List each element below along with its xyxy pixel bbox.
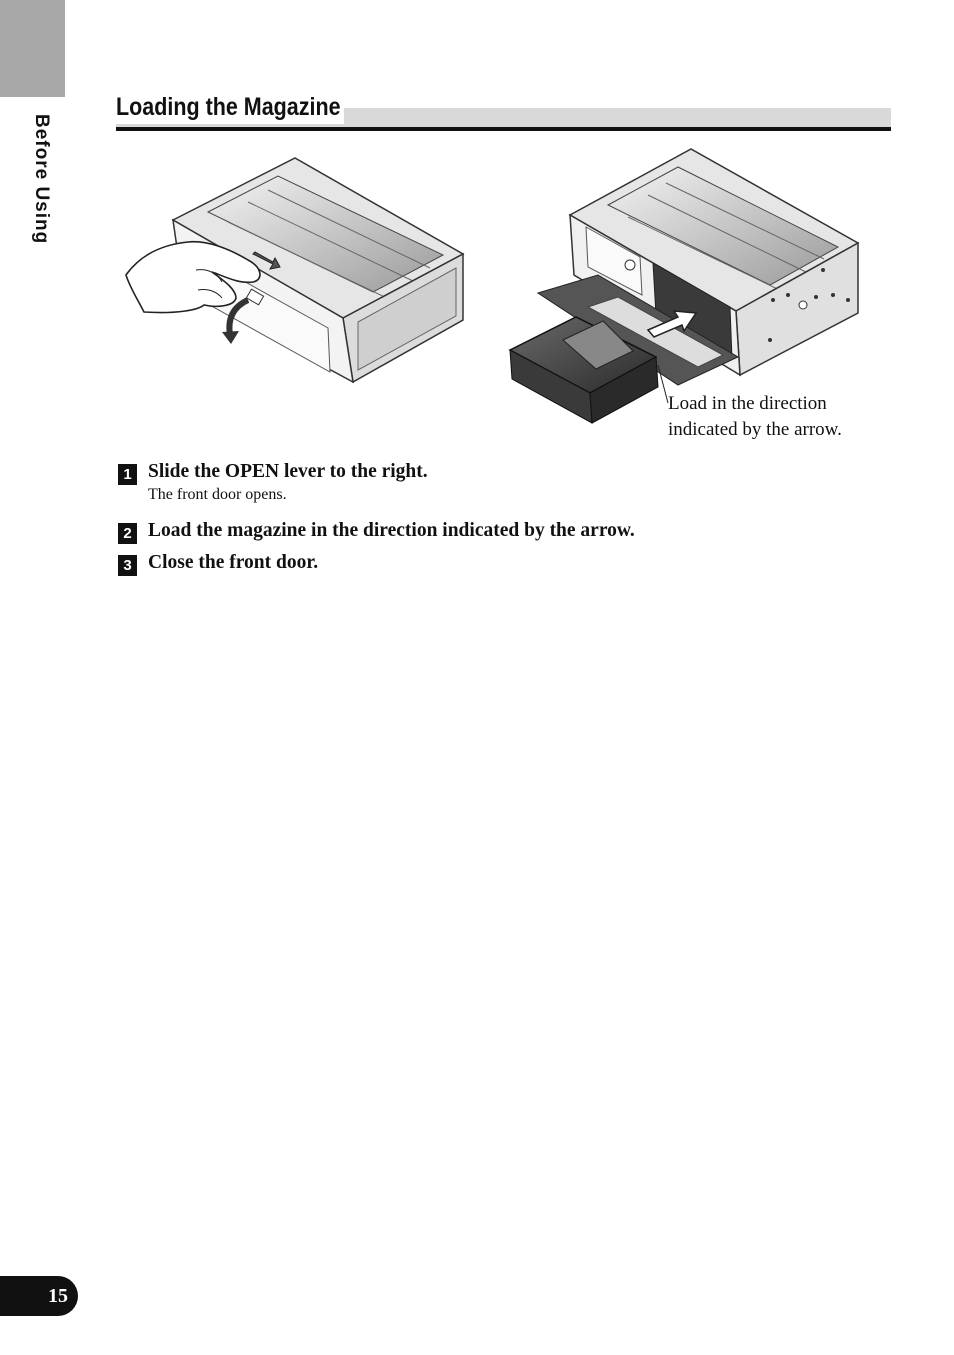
step-instruction: Load the magazine in the direction indic… xyxy=(148,520,635,541)
open-door-arrow-icon xyxy=(226,297,250,336)
callout-line-2: indicated by the arrow. xyxy=(668,419,842,440)
section-side-label: Before Using xyxy=(31,114,52,245)
step-note: The front door opens. xyxy=(148,486,287,503)
step-number-badge: 3 xyxy=(118,555,137,576)
illustration-open-door xyxy=(125,157,465,384)
insert-arrow-icon xyxy=(646,310,698,338)
step-instruction: Close the front door. xyxy=(148,552,319,573)
figure-callout: Load in the direction indicated by the a… xyxy=(668,391,842,443)
illustration-load-magazine xyxy=(508,148,860,424)
slide-arrow-icon xyxy=(252,251,281,270)
step-number-badge: 1 xyxy=(118,464,137,485)
page-number: 15 xyxy=(0,1276,78,1316)
step-instruction: Slide the OPEN lever to the right. xyxy=(148,461,428,482)
page-title: Loading the Magazine xyxy=(116,90,345,124)
side-tab-block xyxy=(0,0,65,97)
step-number-badge: 2 xyxy=(118,523,137,544)
callout-line-1: Load in the direction xyxy=(668,393,827,414)
